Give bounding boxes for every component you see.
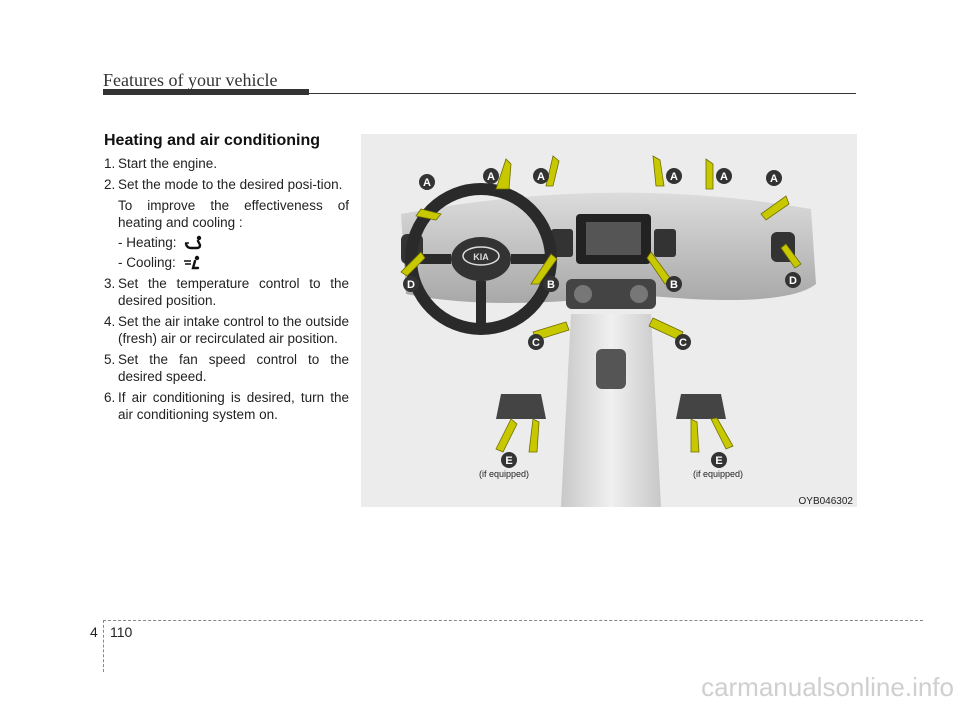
airflow-arrows <box>400 155 802 453</box>
watermark: carmanualsonline.info <box>701 672 954 702</box>
center-right-vent <box>654 229 676 257</box>
dashboard-figure: KIA <box>361 134 857 507</box>
if-equipped-note-right: (if equipped) <box>693 469 744 479</box>
step-1: 1. Start the engine. <box>104 155 349 172</box>
step-text: Set the temperature control to the desir… <box>118 276 349 308</box>
mode-note: To improve the effectiveness of heating … <box>118 198 349 230</box>
section-heading: Heating and air conditioning <box>104 132 320 149</box>
floor-mode-icon <box>184 235 201 249</box>
step-number: 5. <box>104 352 116 367</box>
dashboard-illustration: KIA <box>400 155 816 507</box>
header-title: Features of your vehicle <box>103 70 278 90</box>
center-display-screen <box>586 222 641 255</box>
label-e: E <box>715 455 722 467</box>
step-number: 3. <box>104 276 116 291</box>
label-d: D <box>789 275 797 287</box>
label-b: B <box>547 279 555 291</box>
label-b: B <box>670 279 678 291</box>
label-e: E <box>505 455 512 467</box>
center-left-vent <box>551 229 573 257</box>
step-number: 4. <box>104 314 116 329</box>
step-text: Set the air intake control to the outsid… <box>118 314 349 346</box>
cooling-mode-line: - Cooling: <box>104 254 349 271</box>
step-4: 4. Set the air intake control to the out… <box>104 313 349 347</box>
step-text: Set the mode to the desired posi-tion. <box>118 177 343 192</box>
face-mode-icon <box>183 255 199 269</box>
step-5: 5. Set the fan speed control to the desi… <box>104 351 349 385</box>
label-a-circle <box>419 174 435 190</box>
label-a: A <box>720 171 728 183</box>
step-3: 3. Set the temperature control to the de… <box>104 275 349 309</box>
svg-text:KIA: KIA <box>473 252 489 262</box>
footer-rule <box>103 620 923 621</box>
climate-control-panel <box>566 279 656 309</box>
step-number: 6. <box>104 390 116 405</box>
vent-labels: A A A A A A B B C C D D E E <box>403 168 801 468</box>
figure-code: OYB046302 <box>798 496 854 507</box>
label-c: C <box>532 337 540 349</box>
label-c: C <box>679 337 687 349</box>
if-equipped-note-left: (if equipped) <box>479 469 530 479</box>
step-number: 2. <box>104 177 116 192</box>
label-a: A <box>537 171 545 183</box>
gear-shifter <box>596 349 626 389</box>
label-a: A <box>423 177 431 189</box>
label-a: A <box>487 171 495 183</box>
left-floor-vent <box>496 394 546 419</box>
cooling-label: - Cooling: <box>118 255 176 270</box>
label-d: D <box>407 279 415 291</box>
chapter-number: 4 <box>90 624 98 640</box>
step-6: 6. If air conditioning is desired, turn … <box>104 389 349 423</box>
step-2: 2. Set the mode to the desired posi-tion… <box>104 176 349 193</box>
header-rule <box>103 89 309 95</box>
center-console <box>561 314 661 507</box>
steps-list: 1. Start the engine. 2. Set the mode to … <box>104 155 349 423</box>
step-text: If air conditioning is desired, turn the… <box>118 390 349 422</box>
label-a: A <box>670 171 678 183</box>
page-number: 110 <box>110 624 133 640</box>
heating-label: - Heating: <box>118 235 177 250</box>
right-floor-vent <box>676 394 726 419</box>
label-a: A <box>770 173 778 185</box>
footer-divider <box>103 620 104 672</box>
heating-mode-line: - Heating: <box>104 234 349 251</box>
step-text: Start the engine. <box>118 156 218 171</box>
header-rule-thin <box>309 93 856 94</box>
step-text: Set the fan speed control to the desired… <box>118 352 349 384</box>
step-number: 1. <box>104 156 116 171</box>
